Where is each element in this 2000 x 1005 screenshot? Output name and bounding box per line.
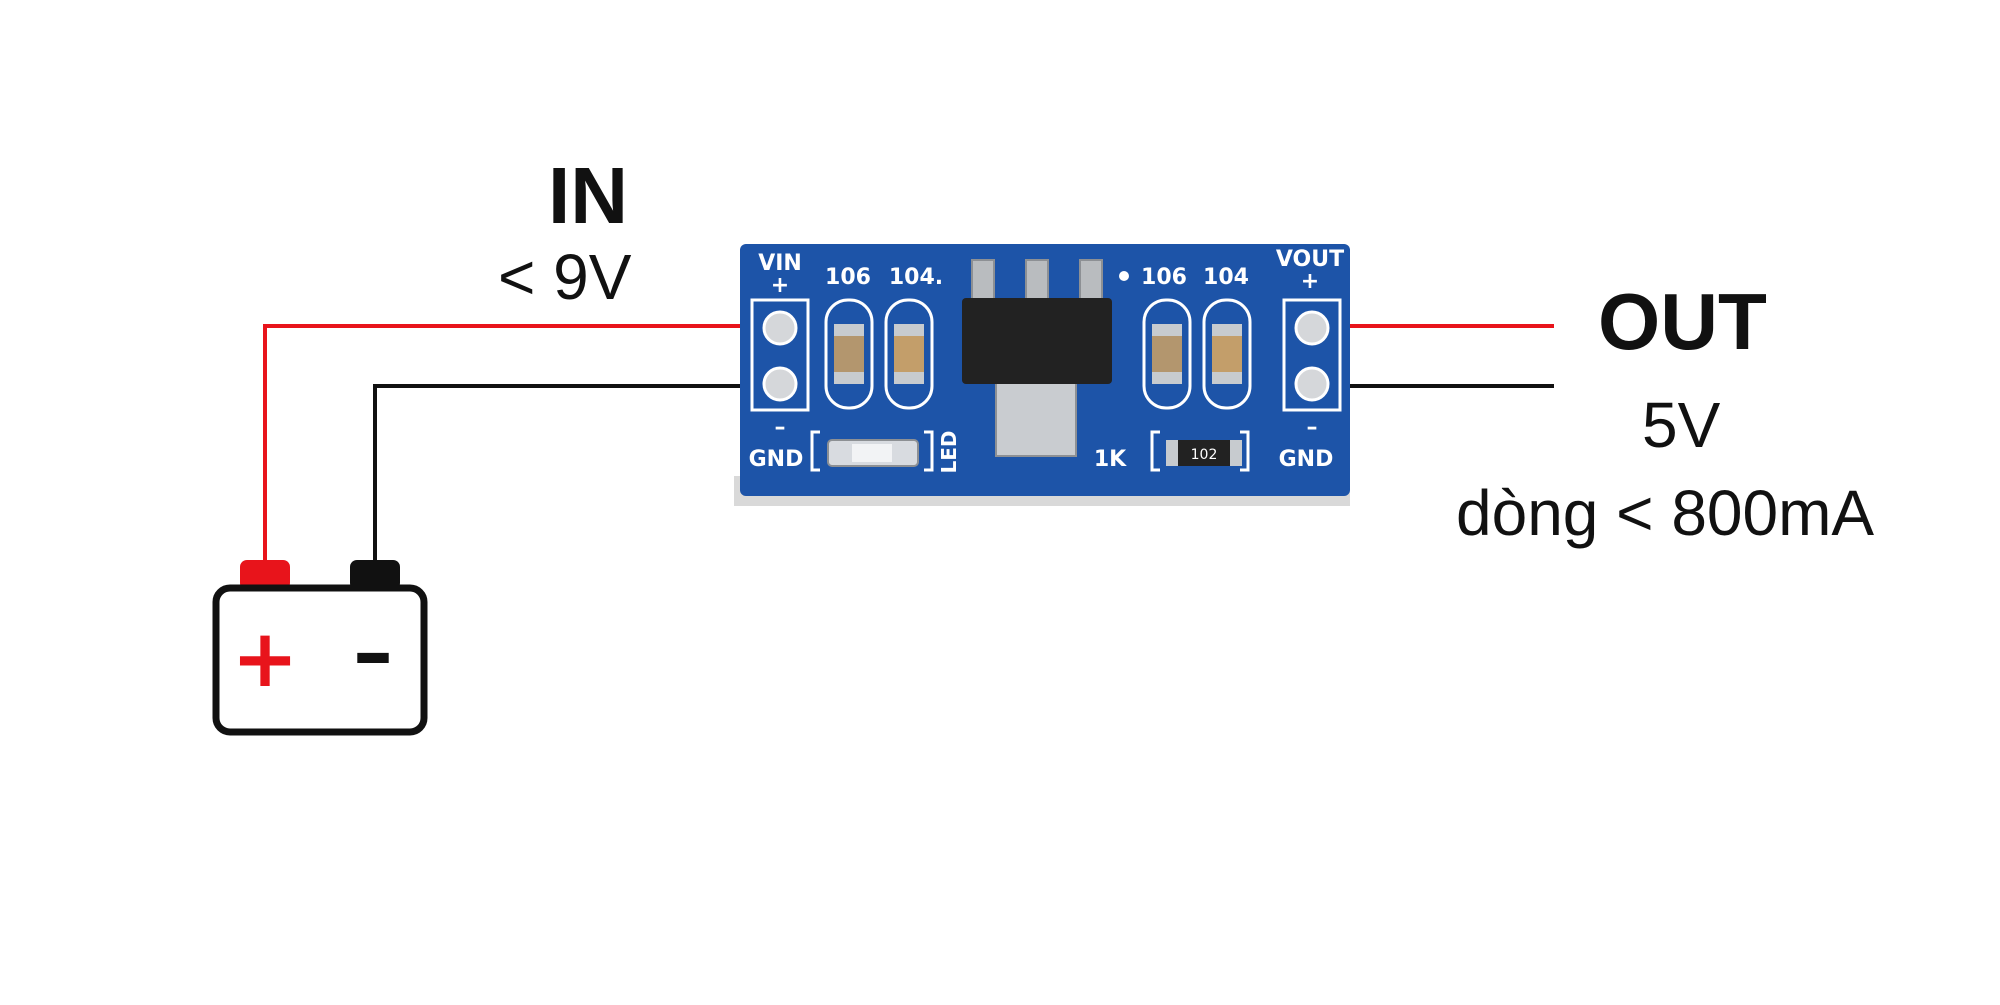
cap-right-2-label: 104 <box>1203 265 1249 290</box>
regulator-board: VIN + – GND 106 104. LED 106 104 1K <box>734 244 1350 506</box>
output-current: dòng < 800mA <box>1456 477 1875 549</box>
cap-left-2-outline <box>884 298 934 410</box>
input-positive-wire <box>263 324 778 578</box>
resistor-label: 1K <box>1094 447 1127 472</box>
vout-label: VOUT <box>1276 247 1344 272</box>
vout-plus-label: + <box>1301 269 1319 294</box>
regulator-pin-2 <box>1025 259 1049 303</box>
vout-pin-frame <box>1282 298 1342 412</box>
cap-left-2-label: 104. <box>889 265 943 290</box>
led-bracket-left <box>810 430 820 472</box>
resistor-bracket-left <box>1150 430 1160 472</box>
regulator-pin-1 <box>971 259 995 303</box>
cap-left-1-label: 106 <box>825 265 871 290</box>
output-voltage: 5V <box>1642 389 1721 461</box>
battery-negative-terminal <box>350 560 400 590</box>
vin-pad <box>762 310 798 346</box>
regulator-pin-3 <box>1079 259 1103 303</box>
battery-icon: + – <box>212 560 428 736</box>
battery-body <box>212 584 428 736</box>
cap-left-1-cap-top <box>834 324 864 336</box>
cap-left-2 <box>894 332 924 376</box>
battery-minus-sign: – <box>353 606 393 699</box>
output-title: OUT <box>1598 277 1767 366</box>
vin-plus-label: + <box>771 273 789 298</box>
vout-pad <box>1294 310 1330 346</box>
cap-right-1 <box>1152 332 1182 376</box>
vout-minus-label: – <box>1307 415 1318 440</box>
battery-positive-terminal <box>240 560 290 590</box>
vin-minus-label: – <box>775 415 786 440</box>
vin-pin-frame <box>750 298 810 412</box>
cap-right-2 <box>1212 332 1242 376</box>
led-bracket-right <box>924 430 934 472</box>
led-label: LED <box>937 430 961 473</box>
resistor-body <box>1178 440 1230 466</box>
vout-gnd-pad <box>1294 366 1330 402</box>
regulator-chip <box>962 298 1112 384</box>
cap-right-1-cap-bottom <box>1152 372 1182 384</box>
led-lens <box>852 444 892 462</box>
cap-left-1-cap-bottom <box>834 372 864 384</box>
cap-right-1-outline <box>1142 298 1192 410</box>
cap-left-2-cap-top <box>894 324 924 336</box>
input-negative-wire <box>373 384 778 578</box>
cap-right-2-outline <box>1202 298 1252 410</box>
gnd-right-label: GND <box>1279 447 1334 472</box>
input-voltage: < 9V <box>498 241 632 313</box>
cap-left-1-outline <box>824 298 874 410</box>
cap-left-1 <box>834 332 864 376</box>
resistor-code: 102 <box>1191 447 1218 463</box>
vin-label: VIN <box>758 251 802 276</box>
cap-right-2-cap-top <box>1212 324 1242 336</box>
vin-gnd-pad <box>762 366 798 402</box>
pcb-via <box>1119 271 1129 281</box>
cap-right-1-label: 106 <box>1141 265 1187 290</box>
gnd-left-label: GND <box>749 447 804 472</box>
battery-plus-sign: + <box>231 612 298 705</box>
cap-right-2-cap-bottom <box>1212 372 1242 384</box>
input-title: IN <box>548 151 628 240</box>
cap-right-1-cap-top <box>1152 324 1182 336</box>
resistor-bracket-right <box>1240 430 1250 472</box>
regulator-tab <box>995 379 1077 457</box>
cap-left-2-cap-bottom <box>894 372 924 384</box>
